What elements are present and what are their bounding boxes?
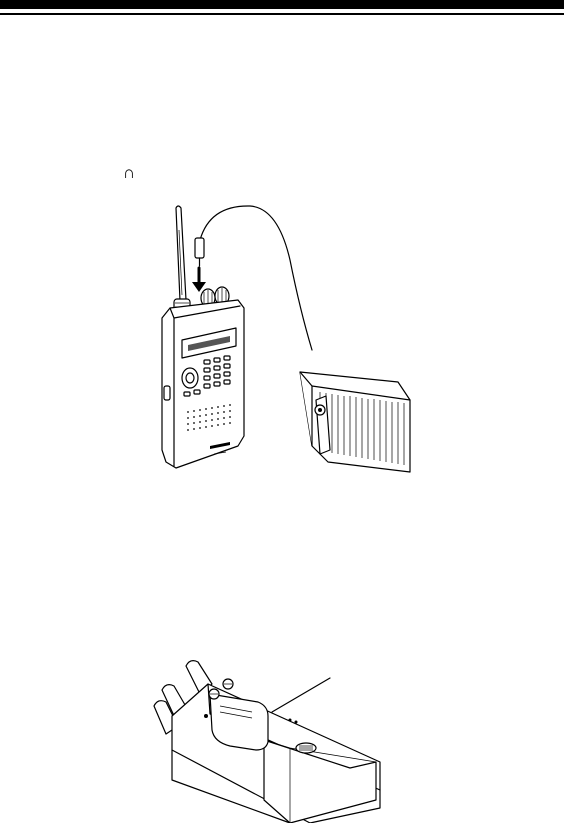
belt-clip-figure — [150, 650, 390, 823]
belt-clip-icon — [210, 694, 268, 750]
callout-line — [272, 678, 330, 712]
top-rule-thin — [0, 13, 564, 15]
antenna-icon — [174, 206, 190, 311]
scanner-back-icon — [172, 679, 380, 823]
headphone-jack-icon: ∩ — [123, 163, 135, 183]
scanner-external-speaker-figure — [140, 200, 430, 475]
external-speaker-icon — [300, 372, 410, 472]
plug-icon — [195, 238, 204, 266]
arrow-down-icon — [192, 268, 206, 292]
scanner-body-icon — [162, 300, 244, 468]
top-rule-thick — [0, 0, 564, 9]
